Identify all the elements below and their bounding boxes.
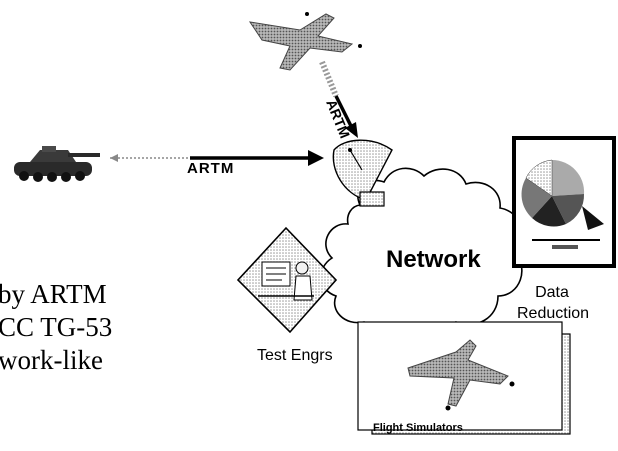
data-reduction-monitor — [512, 136, 616, 268]
data-reduction-label: Data Reduction — [517, 284, 590, 322]
tank-icon — [14, 146, 100, 182]
satellite-dish-icon — [332, 139, 393, 207]
aircraft-link-arrowhead — [345, 122, 358, 138]
tank-link-arrowhead — [308, 150, 324, 166]
test-engineer-icon — [236, 226, 338, 334]
body-text-line-2: CC TG-53 — [0, 312, 113, 342]
network-label: Network — [386, 246, 481, 273]
body-text-line-1: by ARTM — [0, 279, 107, 309]
aircraft-icon — [248, 12, 362, 71]
aircraft-link-solid — [334, 95, 354, 129]
flight-simulators-label: Flight Simulators — [373, 422, 463, 434]
flight-simulator-box — [357, 321, 571, 435]
body-text-line-3: work-like — [0, 345, 103, 375]
artm-horizontal-label: ARTM — [187, 160, 235, 177]
network-cloud — [320, 167, 523, 339]
test-engineers-label: Test Engrs — [257, 347, 333, 364]
aircraft-link-dotted — [319, 60, 339, 98]
